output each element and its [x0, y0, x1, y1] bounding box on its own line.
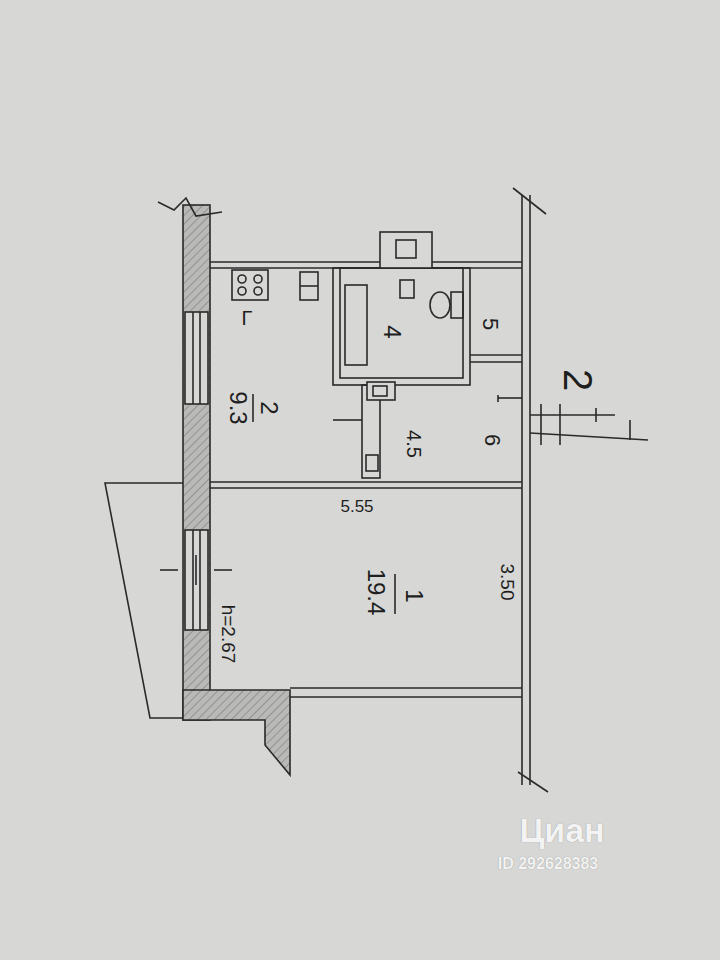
plan-line: [498, 397, 522, 399]
plan-line: [210, 261, 522, 263]
room: 4: [370, 270, 462, 376]
room-area: 4.5: [404, 430, 424, 458]
room-area: 19.4: [364, 569, 388, 616]
watermark: Циан: [519, 813, 604, 847]
leader-line: [214, 569, 232, 571]
bathtub: [345, 285, 367, 365]
plan-line: [497, 395, 499, 402]
plan-line: [290, 687, 522, 689]
room-number: 6: [481, 434, 503, 446]
partition: [470, 354, 522, 356]
room-area: 9.3: [226, 391, 250, 424]
fraction-bar: [252, 394, 254, 422]
dimension: 5.55: [340, 498, 373, 515]
plan-line: [192, 530, 194, 630]
plan-line: [290, 696, 522, 698]
watermark: ID 292628383: [498, 856, 599, 872]
bathroom-wall: [333, 268, 470, 385]
window: [185, 530, 208, 630]
dimension: 3.50: [498, 564, 517, 601]
entrance-door: [530, 414, 615, 416]
break-line: [518, 772, 548, 792]
break-line: [158, 198, 222, 216]
kitchen-sink: [300, 272, 318, 300]
exterior-wall: [183, 205, 210, 720]
plan-line: [210, 481, 522, 483]
balcony: [105, 483, 183, 718]
room-number: 5: [479, 318, 501, 330]
plan-line: [199, 312, 201, 404]
plan-line: [238, 275, 246, 283]
fraction-bar: [394, 574, 396, 614]
toilet: [430, 292, 450, 318]
room: 29.3: [212, 270, 332, 480]
plan-line: [396, 240, 416, 258]
meter-box: [366, 455, 378, 471]
plan-line: [254, 287, 262, 295]
sink: [400, 280, 414, 298]
leader-line: [195, 555, 197, 585]
plan-line: [470, 361, 522, 363]
room-number: 2: [257, 401, 281, 414]
stove: [232, 270, 268, 300]
room-number: 4: [380, 325, 404, 338]
plan-line: [595, 408, 597, 422]
walls: [105, 188, 648, 792]
plan-line: [529, 195, 531, 785]
plan-line: [210, 487, 522, 489]
room: 119.4: [212, 490, 520, 686]
window: [185, 312, 208, 404]
plan-line: [559, 404, 561, 445]
stove-mark: Г: [242, 308, 253, 328]
wall-pier: [183, 690, 290, 775]
plan-line: [367, 382, 395, 400]
partition: [333, 419, 362, 421]
break-line: [513, 188, 546, 214]
plan-line: [192, 312, 194, 404]
plan-line: [451, 292, 463, 318]
sheet-mark: 2: [558, 369, 598, 391]
plan-line: [254, 275, 262, 283]
room-number: 1: [402, 589, 426, 602]
vent-shaft: [380, 232, 432, 268]
leader-line: [160, 569, 178, 571]
plan-line: [238, 287, 246, 295]
ceiling-height: h=2.67: [219, 605, 238, 664]
plan-line: [629, 420, 631, 440]
plan-line: [540, 404, 542, 445]
plan-line: [300, 285, 318, 287]
plan-line: [340, 268, 463, 378]
plan-line: [199, 530, 201, 630]
plan-line: [373, 386, 387, 396]
